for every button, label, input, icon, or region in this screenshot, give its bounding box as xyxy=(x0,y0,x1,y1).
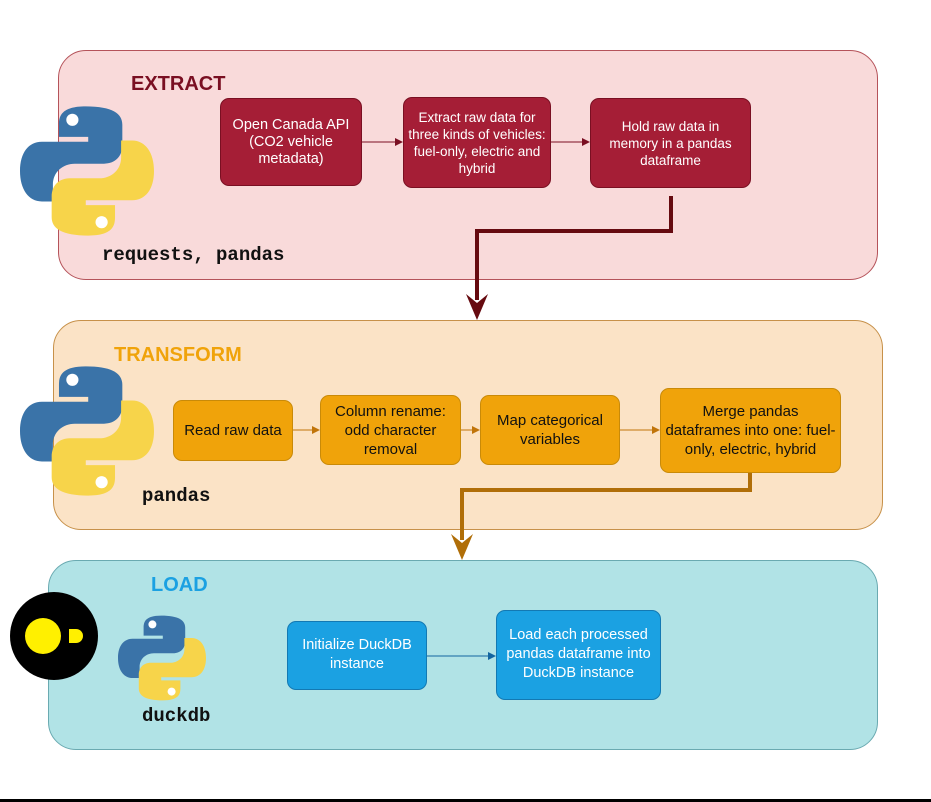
extract-libraries: requests, pandas xyxy=(102,244,285,266)
extract-step-extract-raw-data: Extract raw data for three kinds of vehi… xyxy=(403,97,551,188)
transform-libraries: pandas xyxy=(142,485,211,507)
extract-step-hold-raw-data: Hold raw data in memory in a pandas data… xyxy=(590,98,751,188)
transform-step-read-raw-data: Read raw data xyxy=(173,400,293,461)
extract-step-open-canada-api: Open Canada API (CO2 vehicle metadata) xyxy=(220,98,362,186)
transform-step-merge-dataframes: Merge pandas dataframes into one: fuel-o… xyxy=(660,388,841,473)
arrow-transform-to-load xyxy=(460,473,752,540)
bottom-border xyxy=(0,799,931,802)
transform-step-column-rename: Column rename: odd character removal xyxy=(320,395,461,465)
extract-title: EXTRACT xyxy=(131,73,226,95)
transform-title: TRANSFORM xyxy=(114,344,242,366)
load-title: LOAD xyxy=(151,574,208,596)
transform-step-map-categorical: Map categorical variables xyxy=(480,395,620,465)
load-libraries: duckdb xyxy=(142,705,211,727)
load-step-load-dataframes: Load each processed pandas dataframe int… xyxy=(496,610,661,700)
load-step-initialize-duckdb: Initialize DuckDB instance xyxy=(287,621,427,690)
duckdb-logo-icon xyxy=(10,592,98,680)
arrow-extract-to-transform xyxy=(475,196,673,300)
